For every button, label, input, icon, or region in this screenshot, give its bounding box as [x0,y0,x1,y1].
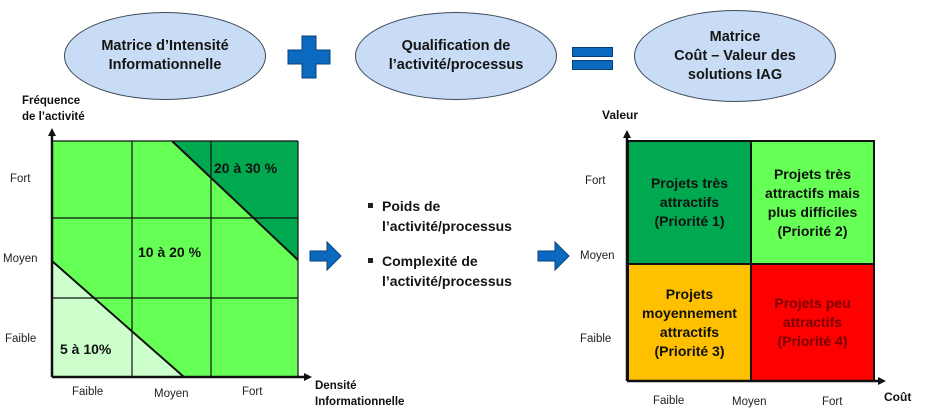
bullet-line: l’activité/processus [382,273,512,289]
ellipse-line: Matrice d’Intensité [101,38,229,54]
quadrant-line: (Priorité 4) [777,333,848,349]
y-axis-title-valeur: Valeur [602,108,639,122]
zone-label-low: 5 à 10% [60,341,112,357]
ellipse-qualification: Qualification de l’activité/processus [355,12,557,100]
quadrant-priority-3: Projets moyennement attractifs (Priorité… [629,265,750,380]
ellipse-cost-value-matrix: Matrice Coût – Valeur des solutions IAG [634,10,836,102]
ellipse-line: Matrice [709,28,761,45]
zone-label-high: 20 à 30 % [214,160,278,176]
axis-title-line: de l’activité [22,111,85,123]
x-axis-arrowhead [304,373,312,381]
bullet-line: Complexité de [382,253,478,269]
x-axis-title-cout: Coût [884,390,912,404]
quadrant-line: plus difficiles [767,203,858,220]
quadrant-line: attractifs [659,323,720,340]
y-axis-arrowhead [623,130,631,138]
quadrant-line: Projets très [773,165,852,182]
x-tick-faible: Faible [653,395,685,407]
list-item-complexite: Complexité de l’activité/processus [368,251,512,291]
qualification-criteria-list: Poids de l’activité/processus Complexité… [368,196,512,306]
ellipse-intensity-matrix: Matrice d’Intensité Informationnelle [64,12,266,100]
y-tick-faible: Faible [580,333,612,345]
quadrant-line: Projets très [650,175,729,191]
quadrant-line: (Priorité 3) [654,342,725,359]
x-tick-moyen: Moyen [732,396,767,408]
x-axis-title-densite: Densité Informationnelle [315,378,404,410]
bullet-square-icon [368,203,373,208]
x-axis-arrowhead [878,377,886,385]
grid-lines [52,140,299,377]
ellipse-line: Coût – Valeur des [674,47,796,64]
ellipse-line: solutions IAG [687,66,783,83]
quadrant-line: attractifs [782,314,843,330]
y-tick-fort: Fort [10,173,31,185]
y-tick-fort: Fort [585,175,606,187]
axis-title-line: Fréquence [22,95,81,107]
quadrant-line: moyennement [642,304,737,321]
axis-title-line: Densité [315,380,357,392]
quadrant-priority-4: Projets peu attractifs (Priorité 4) [752,265,873,380]
y-tick-moyen: Moyen [3,253,38,265]
zone-boundary-low [51,260,185,378]
x-tick-faible: Faible [72,386,104,398]
quadrant-line: attractifs [659,194,720,210]
list-item-poids: Poids de l’activité/processus [368,196,512,236]
y-tick-moyen: Moyen [580,250,615,262]
zone-boundary-high [171,140,299,261]
x-tick-moyen: Moyen [154,388,189,400]
y-tick-faible: Faible [5,333,37,345]
quadrant-priority-1: Projets très attractifs (Priorité 1) [629,142,750,263]
ellipse-line: l’activité/processus [388,57,524,73]
quadrant-line: (Priorité 2) [777,222,848,239]
y-axis-arrowhead [48,128,56,136]
quadrant-priority-2: Projets très attractifs mais plus diffic… [752,142,873,263]
bullet-line: l’activité/processus [382,218,512,234]
y-axis-title-frequence: Fréquence de l’activité [22,93,85,125]
quadrant-line: attractifs mais [765,184,860,201]
equals-icon [572,47,613,73]
axis-title-line: Informationnelle [315,396,405,408]
quadrant-line: Projets [665,285,714,302]
zone-label-medium: 10 à 20 % [138,244,202,260]
quadrant-line: (Priorité 1) [654,213,725,229]
x-tick-fort: Fort [242,386,263,398]
ellipse-line: Informationnelle [108,57,222,73]
ellipse-line: Qualification de [401,38,511,54]
quadrant-top-right-fill [750,140,875,265]
quadrant-bottom-right-fill [750,263,875,382]
bullet-square-icon [368,258,373,263]
quadrant-top-left-fill [627,140,752,265]
bullet-line: Poids de [382,198,441,214]
x-tick-fort: Fort [822,396,843,408]
quadrant-line: Projets peu [774,295,851,311]
